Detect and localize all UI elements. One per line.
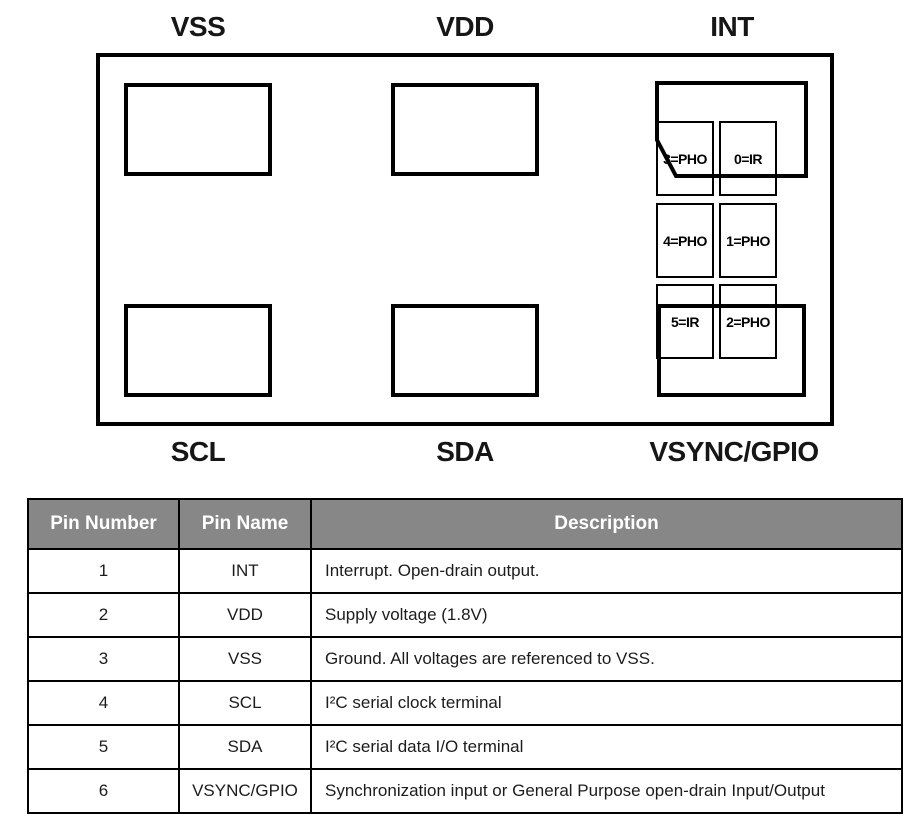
pin-name-cell: SDA <box>178 724 312 770</box>
sensor-cell-label: 0=IR <box>734 150 762 167</box>
pad-vss <box>124 83 272 176</box>
pin-description-table: Pin Number Pin Name Description 1 INT In… <box>27 498 903 814</box>
pin-name-cell: SCL <box>178 680 312 726</box>
sensor-cell-0-ir: 0=IR <box>719 121 777 196</box>
table-row-pin-3: 3 VSS Ground. All voltages are reference… <box>27 636 903 682</box>
pin-label-vdd: VDD <box>436 11 494 42</box>
pad-sda <box>391 304 539 397</box>
sensor-cell-label: 3=PHO <box>663 150 707 167</box>
table-row-pin-2: 2 VDD Supply voltage (1.8V) <box>27 592 903 638</box>
pin-number-cell: 1 <box>27 548 180 594</box>
sensor-cell-label: 5=IR <box>671 313 699 330</box>
pin-description-cell: I²C serial data I/O terminal <box>310 724 903 770</box>
pin-name-cell: VSYNC/GPIO <box>178 768 312 814</box>
pin-label-vss: VSS <box>170 11 226 42</box>
sensor-cell-3-pho: 3=PHO <box>656 121 714 196</box>
pin-label-sda: SDA <box>436 436 494 467</box>
table-row-pin-6: 6 VSYNC/GPIO Synchronization input or Ge… <box>27 768 903 814</box>
pin-description-cell: Synchronization input or General Purpose… <box>310 768 903 814</box>
pin-number-cell: 2 <box>27 592 180 638</box>
table-row-pin-4: 4 SCL I²C serial clock terminal <box>27 680 903 726</box>
pin-name-cell: VSS <box>178 636 312 682</box>
pin-name-cell: VDD <box>178 592 312 638</box>
pin-label-vsync-gpio: VSYNC/GPIO <box>649 436 819 467</box>
sensor-cell-5-ir: 5=IR <box>656 284 714 359</box>
pin-number-cell: 6 <box>27 768 180 814</box>
pad-vdd <box>391 83 539 176</box>
table-row-pin-1: 1 INT Interrupt. Open-drain output. <box>27 548 903 594</box>
sensor-cell-label: 4=PHO <box>663 232 707 249</box>
pin-number-cell: 3 <box>27 636 180 682</box>
table-header-row: Pin Number Pin Name Description <box>27 498 903 550</box>
pin-description-cell: Ground. All voltages are referenced to V… <box>310 636 903 682</box>
pin-description-cell: Interrupt. Open-drain output. <box>310 548 903 594</box>
pad-vsync-gpio <box>657 304 806 397</box>
pin-label-int: INT <box>710 11 754 42</box>
sensor-cell-label: 1=PHO <box>726 232 770 249</box>
pin-label-scl: SCL <box>170 436 226 467</box>
sensor-cell-1-pho: 1=PHO <box>719 203 777 278</box>
pin-configuration-diagram: VSS VDD INT 3=PHO 0=IR 4=PHO 1=PHO 5=IR <box>96 11 834 467</box>
table-row-pin-5: 5 SDA I²C serial data I/O terminal <box>27 724 903 770</box>
pad-scl <box>124 304 272 397</box>
pin-description-cell: Supply voltage (1.8V) <box>310 592 903 638</box>
pin-name-cell: INT <box>178 548 312 594</box>
sensor-cell-label: 2=PHO <box>726 313 770 330</box>
col-header-pin-number: Pin Number <box>27 498 180 550</box>
sensor-cell-2-pho: 2=PHO <box>719 284 777 359</box>
pin-number-cell: 4 <box>27 680 180 726</box>
chip-package-outline <box>96 53 834 426</box>
sensor-cell-4-pho: 4=PHO <box>656 203 714 278</box>
col-header-pin-name: Pin Name <box>178 498 312 550</box>
pin-number-cell: 5 <box>27 724 180 770</box>
col-header-description: Description <box>310 498 903 550</box>
pin-description-cell: I²C serial clock terminal <box>310 680 903 726</box>
